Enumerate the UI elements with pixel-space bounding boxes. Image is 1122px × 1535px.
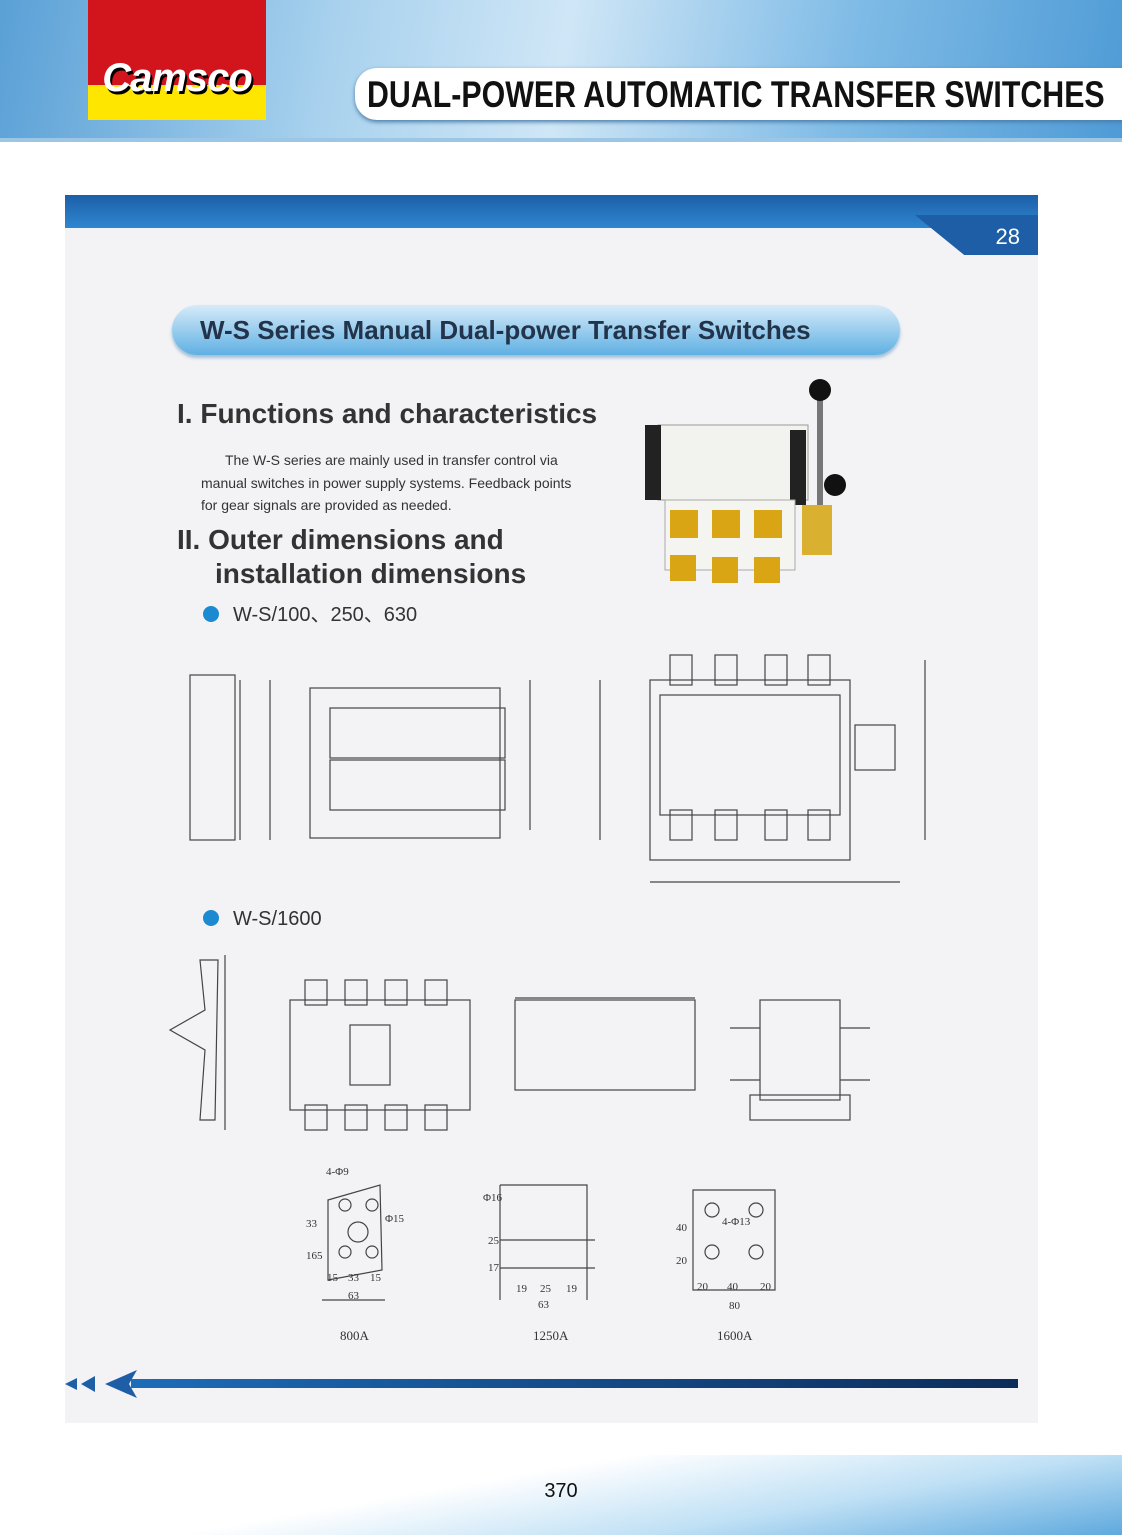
header-title: DUAL-POWER AUTOMATIC TRANSFER SWITCHES	[367, 74, 1105, 115]
dim-label: 40	[727, 1281, 738, 1293]
model-label: W-S/1600	[233, 908, 322, 930]
functions-line: manual switches in power supply systems.…	[201, 474, 572, 491]
dim-label: 19	[516, 1283, 527, 1295]
functions-text: The W-S series are mainly used in transf…	[201, 449, 631, 517]
dim-label: 20	[760, 1281, 771, 1293]
model-label: W-S/100、250、630	[233, 604, 418, 626]
dimensions-heading-2: installation dimensions	[215, 558, 527, 589]
arrow-icon	[81, 1376, 95, 1392]
brand-logo-stripe	[88, 85, 266, 120]
terminal-detail-drawings	[322, 1184, 776, 1301]
detail-caption: 800A	[340, 1328, 369, 1343]
header-title-box: DUAL-POWER AUTOMATIC TRANSFER SWITCHES	[355, 68, 1122, 120]
brand-logo-text: Camsco	[102, 56, 253, 100]
dim-label: 165	[306, 1250, 323, 1262]
dim-label: 19	[566, 1283, 577, 1295]
dim-label: Φ15	[385, 1213, 405, 1225]
bullet-dot-icon	[203, 910, 219, 926]
functions-heading: I. Functions and characteristics	[177, 398, 598, 429]
detail-caption: 1600A	[717, 1328, 753, 1343]
page-number: 370	[544, 1480, 578, 1502]
dim-label: 63	[348, 1290, 359, 1302]
dim-label: 15	[370, 1272, 381, 1284]
section-title: W-S Series Manual Dual-power Transfer Sw…	[200, 315, 811, 345]
dim-label: 15	[327, 1272, 338, 1284]
top-band	[65, 195, 1038, 228]
dimension-drawings-w-s-1600	[168, 955, 870, 1131]
bullet-dot-icon	[203, 606, 219, 622]
dim-label: 40	[676, 1222, 687, 1234]
header-divider	[0, 138, 1122, 142]
dim-label: Φ16	[483, 1192, 503, 1204]
dim-label: 63	[538, 1299, 549, 1311]
model-bullet-2: W-S/1600	[203, 908, 322, 931]
dimension-drawings-w-s-630	[189, 654, 926, 883]
page-tab-number: 28	[995, 224, 1020, 249]
footer-wave	[0, 1455, 1122, 1535]
dim-label: 4-Φ9	[326, 1166, 349, 1178]
dim-label: 33	[348, 1272, 359, 1284]
dim-label: 33	[306, 1218, 317, 1230]
footer-arrow-line	[65, 1370, 1018, 1398]
dim-label: 20	[697, 1281, 708, 1293]
arrow-icon	[105, 1370, 137, 1398]
dim-label: 25	[540, 1283, 551, 1295]
functions-line: for gear signals are provided as needed.	[201, 497, 452, 513]
functions-line: The W-S series are mainly used in transf…	[225, 452, 558, 468]
arrow-icon	[65, 1378, 77, 1390]
dim-label: 4-Φ13	[722, 1216, 751, 1228]
product-photo	[645, 379, 846, 583]
dim-label: 80	[729, 1300, 740, 1312]
model-bullet-1: W-S/100、250、630	[203, 598, 417, 627]
dim-label: 17	[488, 1262, 499, 1274]
dimensions-heading-1: II. Outer dimensions and	[177, 524, 504, 555]
section-title-pill: W-S Series Manual Dual-power Transfer Sw…	[172, 305, 900, 355]
dim-label: 20	[676, 1255, 687, 1267]
detail-caption: 1250A	[533, 1328, 569, 1343]
dim-label: 25	[488, 1235, 499, 1247]
content-panel	[65, 228, 1038, 1423]
